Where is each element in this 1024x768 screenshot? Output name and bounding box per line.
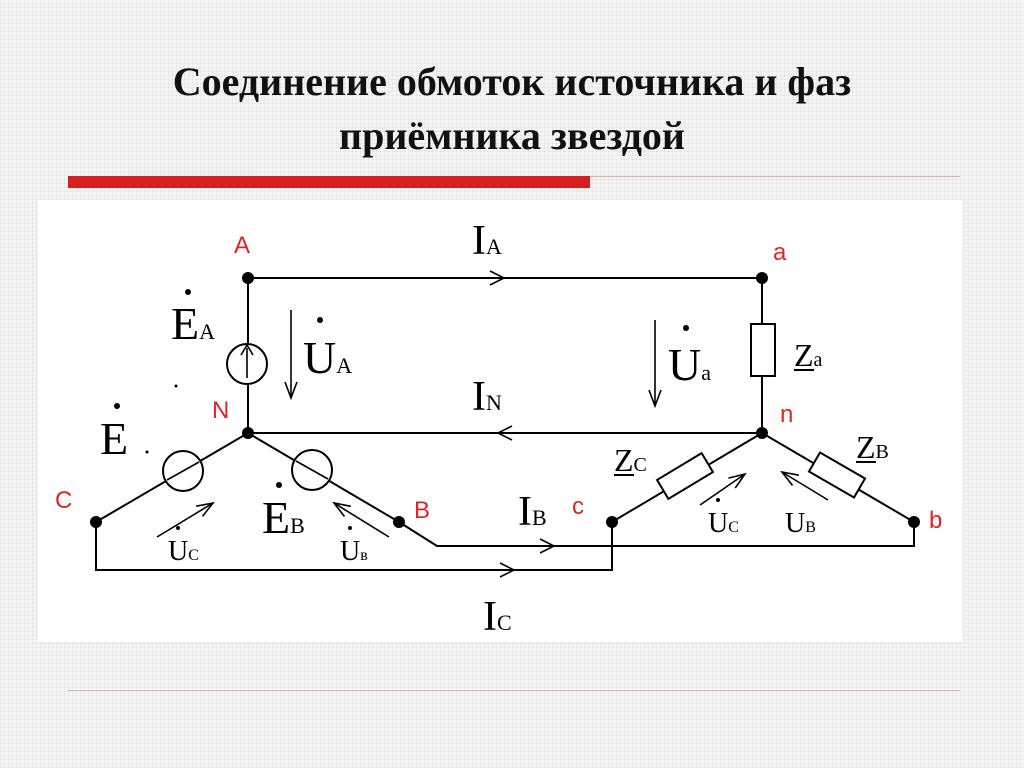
slide-title-line-2: приёмника звездой: [339, 113, 685, 158]
node-b-load: [908, 516, 920, 528]
node-label-c-load: c: [572, 493, 584, 520]
current-label-ib: IB: [518, 489, 547, 535]
node-a-load: [756, 272, 768, 284]
current-label-ia: IA: [472, 218, 502, 264]
arrow-uc-load: [699, 474, 745, 506]
accent-divider-bottom: [68, 690, 960, 691]
node-n-source: [242, 427, 254, 439]
phasor-dot: [683, 325, 689, 331]
voltage-label-ub-source: Uв: [340, 536, 368, 567]
arrow-ub-source: [334, 503, 390, 538]
nodes: [90, 272, 920, 528]
voltage-label-uc-load: UC: [708, 508, 739, 539]
emf-source-a: [226, 343, 268, 385]
stray-mark: [145, 450, 149, 454]
node-n-load: [756, 427, 768, 439]
slide-title: Соединение обмоток источника и фаз приём…: [0, 55, 1024, 163]
phasor-dot: [317, 317, 323, 323]
voltage-arrows: [156, 310, 829, 538]
phasor-dot: [716, 498, 720, 502]
emf-label-eb: EB: [262, 492, 305, 543]
node-label-b-source: B: [414, 497, 430, 524]
arrow-ia: [489, 270, 506, 286]
emf-source-b: [291, 449, 333, 491]
voltage-label-ub-load: UB: [785, 508, 816, 539]
node-a-source: [242, 272, 254, 284]
slide-title-line-1: Соединение обмоток источника и фаз: [172, 59, 852, 104]
node-label-c-source: C: [55, 487, 72, 514]
arrow-ub-load: [782, 472, 829, 501]
phasor-dot: [185, 289, 191, 295]
arrow-ib: [539, 538, 556, 554]
node-label-n-source: N: [212, 397, 229, 424]
arrow-in: [496, 425, 513, 441]
accent-divider-top: [590, 176, 960, 177]
impedance-label-zc: ZC: [614, 442, 647, 478]
diagram-panel: [38, 200, 962, 642]
voltage-label-uc-source: UC: [168, 536, 199, 567]
phasor-dot: [276, 482, 282, 488]
accent-bar: [68, 176, 590, 188]
node-b-source: [393, 516, 405, 528]
wire-line-b: [398, 521, 915, 547]
node-label-a-load: a: [773, 239, 787, 266]
voltage-label-ua-source: UA: [303, 332, 352, 383]
node-label-b-load: b: [929, 507, 942, 534]
impedance-label-za: Za: [794, 337, 823, 373]
voltage-label-ua-load: Ua: [668, 339, 711, 390]
node-labels: A N C B a n c b: [55, 232, 942, 534]
node-label-a-source: A: [234, 232, 250, 259]
emf-label-ec: E: [100, 413, 128, 464]
node-label-n-load: n: [780, 401, 793, 428]
impedance-zb: [807, 451, 867, 499]
phasor-dot: [176, 526, 180, 530]
current-label-ic: IC: [483, 594, 512, 640]
phasor-dot: [114, 403, 120, 409]
phasor-dot: [348, 526, 352, 530]
arrow-ic: [499, 562, 516, 578]
current-arrows: [489, 270, 556, 578]
current-label-in: IN: [472, 374, 502, 420]
emf-source-c: [162, 450, 204, 492]
node-c-load: [606, 516, 618, 528]
arrow-uc-source: [156, 503, 213, 538]
stray-mark: [174, 384, 178, 388]
emf-label-ea: EA: [171, 298, 215, 349]
impedance-label-zb: ZB: [856, 429, 889, 465]
impedance-za: [750, 323, 776, 377]
node-c-source: [90, 516, 102, 528]
impedance-zc: [655, 451, 715, 501]
